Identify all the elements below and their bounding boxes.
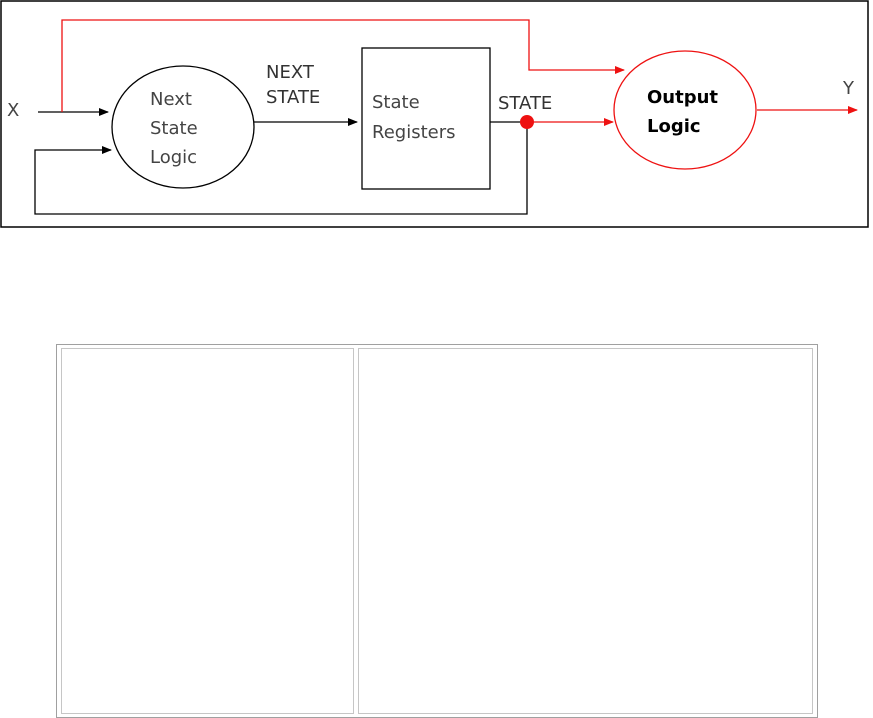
- state-junction-dot: [520, 115, 534, 129]
- next-state-logic-label-line1: Next: [150, 89, 192, 110]
- fsm-block-diagram: X Y NEXT STATE STATE Next State Logic St…: [0, 0, 869, 228]
- empty-two-column-table: [56, 344, 818, 718]
- output-logic-label-line2: Logic: [647, 116, 701, 137]
- input-to-output-wire: [61, 19, 625, 112]
- state-registers-label-line1: State: [372, 92, 420, 113]
- output-logic-block: [613, 50, 757, 170]
- table-cell-right: [358, 348, 813, 714]
- output-y-label: Y: [842, 78, 855, 99]
- next-state-signal-label-line1: NEXT: [266, 62, 315, 83]
- next-state-signal-label-line2: STATE: [266, 87, 320, 108]
- output-logic-label-line1: Output: [647, 87, 718, 108]
- diagram-frame: [0, 0, 869, 228]
- feedback-wire: [34, 122, 528, 215]
- state-registers-label-line2: Registers: [372, 122, 456, 143]
- next-state-logic-label-line3: Logic: [150, 147, 197, 168]
- input-x-label: X: [7, 100, 19, 121]
- next-state-logic-label-line2: State: [150, 118, 198, 139]
- table-cell-left: [61, 348, 354, 714]
- state-registers-block: [361, 47, 491, 190]
- state-signal-label: STATE: [498, 93, 552, 114]
- next-state-logic-block: [111, 65, 255, 189]
